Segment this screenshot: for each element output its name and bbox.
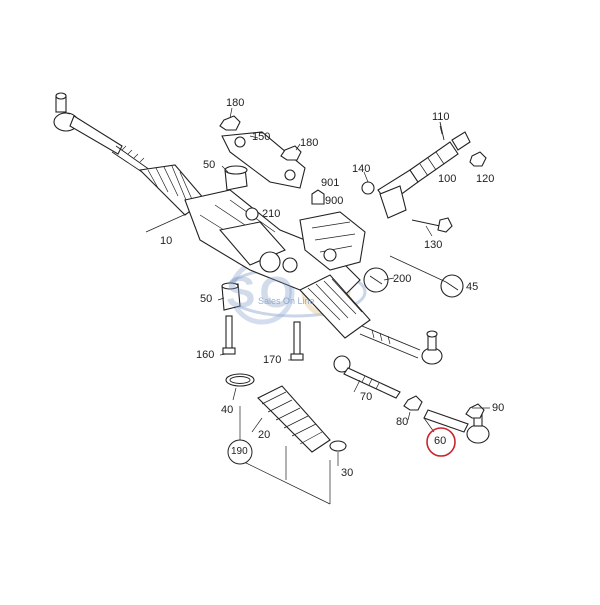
callout-70: 70: [360, 391, 373, 403]
callout-90: 90: [492, 402, 505, 414]
inner-tie-rod: [333, 355, 401, 399]
callout-190-ring: [227, 439, 253, 465]
callout-180-top: 180: [226, 97, 245, 109]
callout-60: 60: [434, 435, 447, 447]
callout-140: 140: [352, 163, 371, 175]
callout-190: 190: [231, 446, 248, 457]
nut-180-right: [280, 145, 302, 161]
callout-110: 110: [432, 111, 450, 123]
left-tie-rod-end: [53, 92, 123, 155]
boot-clamp: [225, 373, 255, 387]
right-tie-rod: [359, 325, 421, 359]
nut-90: [465, 403, 485, 419]
watermark-logo-text: SO: [226, 268, 298, 317]
nut-180-left: [219, 115, 241, 131]
callout-100: 100: [438, 173, 457, 185]
bellows-boot-20: [257, 385, 331, 453]
lock-nut: [403, 395, 423, 411]
right-tie-rod-end: [421, 330, 443, 365]
callout-900: 900: [325, 195, 344, 207]
callout-180-right: 180: [300, 137, 319, 149]
bolt-170: [290, 321, 304, 361]
highlight-ring-60: [426, 427, 456, 457]
callout-50-upper: 50: [203, 159, 216, 171]
callout-30: 30: [341, 467, 354, 479]
bolt-120: [469, 151, 487, 167]
callout-45: 45: [466, 281, 479, 293]
leader-lines: [145, 107, 490, 505]
rubber-mount-upper: [224, 165, 248, 191]
outer-tie-rod-end: [423, 409, 490, 444]
callout-901: 901: [321, 177, 340, 189]
callout-50-lower: 50: [200, 293, 213, 305]
rubber-mount-lower: [221, 282, 241, 311]
mount-bracket: [221, 131, 306, 189]
intermediate-shaft: [377, 131, 471, 219]
callout-130: 130: [424, 239, 443, 251]
bolt-160: [222, 315, 236, 355]
callout-120: 120: [476, 173, 495, 185]
seal-200: [363, 267, 389, 293]
callout-210: 210: [262, 208, 281, 220]
clip-210: [245, 207, 259, 221]
callout-170: 170: [263, 354, 282, 366]
small-clamp: [329, 440, 347, 452]
right-bellows-boot: [299, 274, 371, 339]
callout-10: 10: [160, 235, 173, 247]
callout-20: 20: [258, 429, 271, 441]
bushing-140: [361, 181, 375, 195]
cover-45: [440, 274, 464, 298]
callout-160: 160: [196, 349, 215, 361]
shaft-pin: [439, 121, 445, 141]
bolt-900: [311, 189, 325, 205]
bolt-130: [411, 217, 453, 233]
valve-body: [299, 211, 366, 271]
callout-80: 80: [396, 416, 409, 428]
callout-40: 40: [221, 404, 234, 416]
watermark-tagline: Sales On Line: [258, 296, 315, 306]
callout-200: 200: [393, 273, 412, 285]
callout-150: 150: [252, 131, 271, 143]
